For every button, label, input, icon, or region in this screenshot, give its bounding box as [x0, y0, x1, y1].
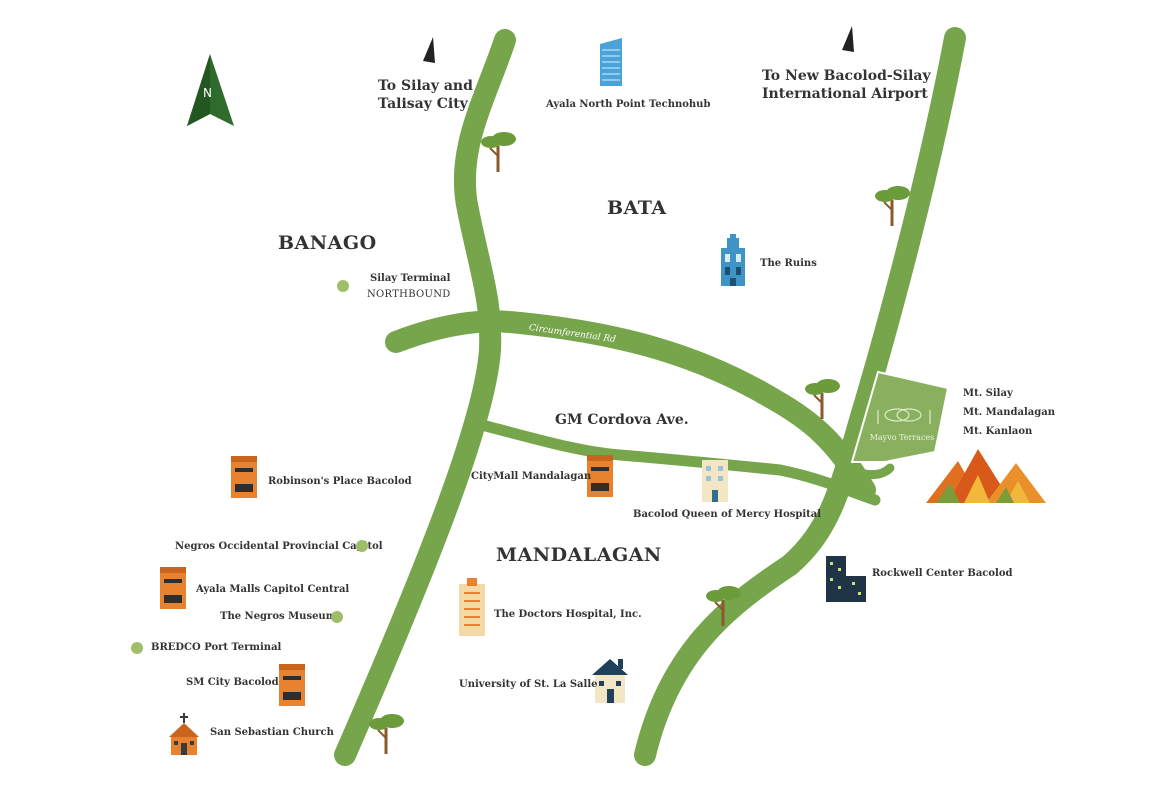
tree-icon	[805, 379, 840, 419]
north-label: N	[203, 86, 212, 100]
direction-to-airport-line1: To New Bacolod-Silay	[762, 68, 931, 84]
mountains-icon	[926, 449, 1046, 503]
mountain-label-kanlaon: Mt. Kanlaon	[963, 426, 1033, 437]
mall-building-icon	[279, 664, 305, 706]
direction-to-silay-line2: Talisay City	[378, 96, 468, 112]
silay-terminal-marker	[337, 280, 349, 292]
poi-robinsons: Robinson's Place Bacolod	[268, 476, 412, 487]
direction-to-airport-line2: International Airport	[762, 86, 928, 102]
circumferential-road	[385, 310, 876, 501]
mountain-labels: Mt. Silay Mt. Mandalagan Mt. Kanlaon	[963, 384, 1055, 441]
mall-building-icon	[160, 567, 186, 609]
poi-the-ruins: The Ruins	[760, 258, 817, 269]
bredco-marker	[131, 642, 143, 654]
church-icon	[169, 713, 199, 755]
gm-cordova-label: GM Cordova Ave.	[555, 412, 689, 428]
tree-icon	[706, 586, 741, 626]
mayvo-terraces-logo-icon	[877, 408, 931, 424]
poi-negros-museum: The Negros Museum	[220, 611, 337, 622]
poi-bredco: BREDCO Port Terminal	[151, 642, 282, 653]
poi-rockwell: Rockwell Center Bacolod	[872, 568, 1013, 579]
district-banago: BANAGO	[278, 232, 377, 254]
mall-building-icon	[587, 455, 613, 497]
direction-to-silay: To Silay and Talisay City	[378, 77, 473, 113]
poi-queen-of-mercy: Bacolod Queen of Mercy Hospital	[633, 509, 822, 520]
tree-icon	[481, 132, 516, 172]
poi-usls: University of St. La Salle	[459, 679, 598, 690]
district-bata: BATA	[607, 197, 667, 219]
north-arrow-icon	[187, 54, 234, 126]
tree-icon	[369, 714, 404, 754]
school-building-icon	[592, 659, 628, 703]
access-road	[840, 463, 895, 480]
mountain-label-mandalagan: Mt. Mandalagan	[963, 407, 1055, 418]
mayvo-terraces-label: Mayvo Terraces	[870, 433, 935, 442]
direction-arrow-airport-icon	[842, 26, 854, 52]
district-mandalagan: MANDALAGAN	[496, 544, 662, 566]
negros-museum-marker	[331, 611, 343, 623]
direction-to-airport: To New Bacolod-Silay International Airpo…	[762, 67, 931, 103]
poi-ayala-capitol: Ayala Malls Capitol Central	[196, 584, 350, 595]
direction-to-silay-line1: To Silay and	[378, 78, 473, 94]
mall-building-icon	[231, 456, 257, 498]
gm-cordova-road	[476, 419, 881, 506]
direction-arrow-silay-icon	[423, 37, 435, 63]
ruins-building-icon	[721, 234, 745, 286]
skyscraper-icon	[826, 556, 866, 602]
mountain-label-silay: Mt. Silay	[963, 388, 1013, 399]
poi-northbound: NORTHBOUND	[367, 289, 451, 300]
tree-icon	[875, 186, 910, 226]
office-tower-icon	[600, 38, 622, 86]
hospital-building-icon	[702, 460, 728, 502]
poi-silay-terminal: Silay Terminal	[370, 273, 451, 284]
poi-ayala-north-point: Ayala North Point Technohub	[546, 99, 711, 110]
hospital-tower-icon	[459, 578, 485, 636]
mayvo-terraces-lot	[850, 370, 950, 463]
poi-citymall: CityMall Mandalagan	[471, 471, 592, 482]
poi-provincial-capitol: Negros Occidental Provincial Capitol	[175, 541, 383, 552]
provincial-capitol-marker	[356, 540, 368, 552]
poi-doctors-hospital: The Doctors Hospital, Inc.	[494, 609, 642, 620]
poi-sm-city: SM City Bacolod	[186, 677, 279, 688]
poi-san-sebastian: San Sebastian Church	[210, 727, 334, 738]
